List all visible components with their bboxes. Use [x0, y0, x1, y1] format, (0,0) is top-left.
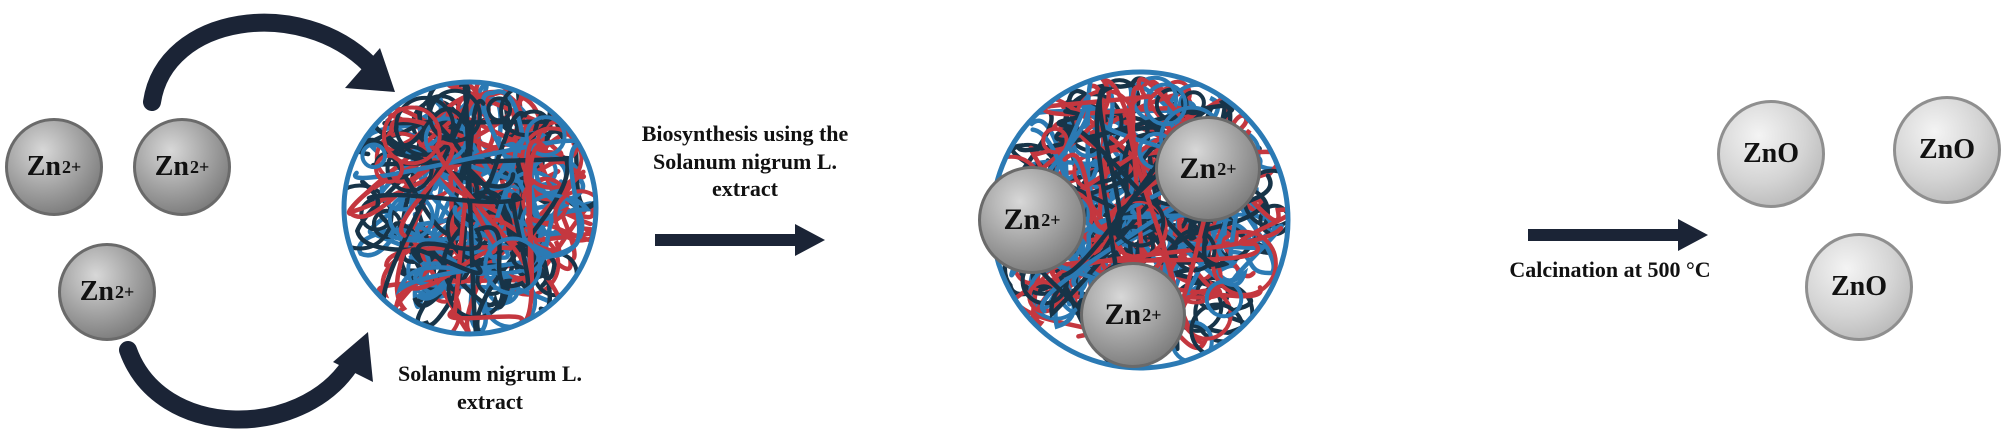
polymer-strand — [356, 93, 586, 333]
extract-label-line-2: extract — [457, 388, 523, 414]
curved-arrow-bottom-head — [333, 332, 373, 382]
polymer-loop — [483, 236, 543, 296]
zn-ion-symbol: Zn — [1104, 298, 1142, 331]
zn-ion-charge: 2+ — [189, 156, 210, 177]
zn-ion-charge: 2+ — [1217, 158, 1237, 179]
biosynthesis-label: Biosynthesis using the Solanum nigrum L.… — [600, 120, 890, 203]
polymer-loop — [520, 126, 584, 190]
zn-ion-charge: 2+ — [1142, 304, 1162, 325]
biosynthesis-label-line-1: Biosynthesis using the — [641, 121, 849, 146]
straight-arrow-2-shaft — [1528, 229, 1678, 241]
zno-label: ZnO — [1918, 134, 1976, 165]
zno-particle-2: ZnO — [1893, 96, 2001, 204]
calcination-label: Calcination at 500 °C — [1445, 256, 1775, 284]
polymer-extract-ball — [342, 80, 598, 336]
zno-label: ZnO — [1742, 138, 1800, 169]
straight-arrow-1-shaft — [655, 234, 795, 246]
polymer-loop — [1041, 126, 1069, 155]
zn-ion-charge: 2+ — [114, 281, 135, 302]
zno-particle-1: ZnO — [1717, 100, 1825, 208]
zn-ion-symbol: Zn — [79, 276, 114, 307]
zn-ion-symbol: Zn — [154, 151, 189, 182]
straight-arrow-1-head — [795, 224, 825, 256]
curved-arrow-top — [143, 13, 379, 111]
biosynthesis-label-line-3: extract — [712, 176, 778, 201]
straight-arrow-2-head — [1678, 219, 1708, 251]
zno-label: ZnO — [1830, 271, 1888, 302]
calcination-label-text: Calcination at 500 °C — [1509, 257, 1711, 282]
zno-particle-3: ZnO — [1805, 233, 1913, 341]
polymer-loop — [1204, 279, 1244, 319]
zn-ion-charge: 2+ — [61, 156, 82, 177]
zn-ion-charge: 2+ — [1041, 209, 1061, 230]
polymer-loop — [381, 105, 442, 166]
extract-label-line-1: Solanum nigrum L. — [398, 361, 582, 386]
polymer-loop — [360, 142, 388, 170]
polymer-extract-ball-outline — [341, 79, 599, 337]
zn-ion-symbol: Zn — [1003, 203, 1041, 236]
polymer-loop — [524, 115, 567, 158]
extract-label: Solanum nigrum L. extract — [360, 360, 620, 415]
zn-ion-symbol: Zn — [26, 151, 61, 182]
zn-ion-symbol: Zn — [1179, 152, 1217, 185]
biosynthesis-label-line-2: Solanum nigrum L. — [653, 148, 837, 174]
polymer-loop — [1180, 90, 1206, 116]
curved-arrow-bottom — [119, 341, 359, 429]
curved-arrow-top-head — [345, 48, 395, 92]
